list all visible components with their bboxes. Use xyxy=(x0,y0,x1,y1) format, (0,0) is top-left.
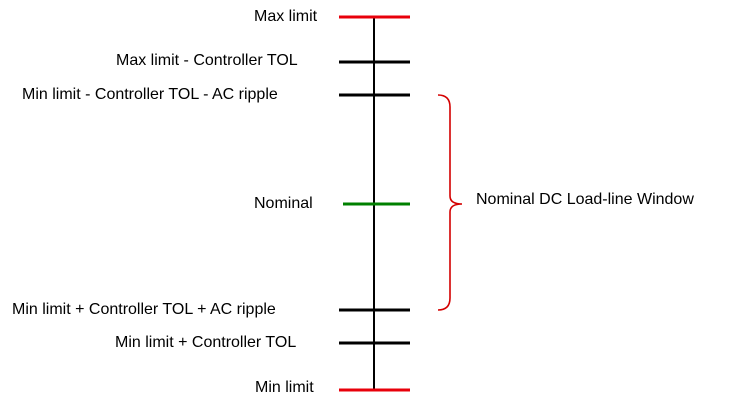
nominal-window-label: Nominal DC Load-line Window xyxy=(476,191,694,208)
nominal-window-bracket xyxy=(437,94,463,311)
max-minus-tol-label: Max limit - Controller TOL xyxy=(116,52,298,69)
min-limit-label: Min limit xyxy=(255,379,314,396)
min-plus-tol-label: Min limit + Controller TOL xyxy=(115,334,297,351)
max-limit-label: Max limit xyxy=(254,8,318,25)
min-plus-tol-ripple-label: Min limit + Controller TOL + AC ripple xyxy=(12,301,276,318)
min-minus-tol-ripple-label: Min limit - Controller TOL - AC ripple xyxy=(22,86,278,103)
nominal-label: Nominal xyxy=(254,195,313,212)
